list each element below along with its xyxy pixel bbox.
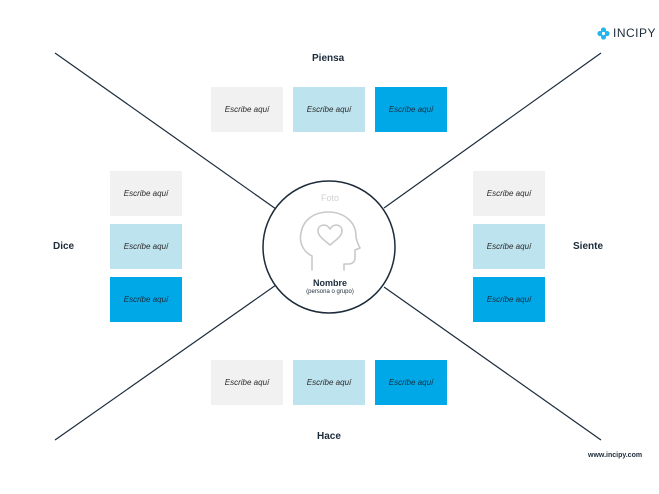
website-link[interactable]: www.incipy.com — [588, 452, 643, 459]
note-piensa-1[interactable]: Escribe aquí — [211, 87, 283, 132]
note-dice-1[interactable]: Escribe aquí — [110, 171, 182, 216]
note-hace-3[interactable]: Escribe aquí — [375, 360, 447, 405]
flower-logo-icon — [597, 26, 610, 40]
diagonal-line-bottom-right — [383, 286, 602, 441]
diagonal-line-bottom-left — [54, 284, 277, 441]
note-hace-1[interactable]: Escribe aquí — [211, 360, 283, 405]
head-heart-icon — [299, 211, 361, 271]
person-subtitle: (persona o grupo) — [306, 289, 354, 295]
photo-label: Foto — [320, 193, 339, 203]
section-label-siente: Siente — [573, 241, 604, 252]
brand-logo: INCIPY — [597, 26, 656, 40]
note-siente-1[interactable]: Escribe aquí — [473, 171, 545, 216]
person-name-label: Nombre — [312, 278, 347, 288]
center-circle — [262, 180, 396, 314]
diagonal-line-top-left — [54, 52, 277, 210]
section-label-piensa: Piensa — [312, 53, 345, 64]
note-piensa-3[interactable]: Escribe aquí — [375, 87, 447, 132]
note-siente-3[interactable]: Escribe aquí — [473, 277, 545, 322]
note-dice-3[interactable]: Escribe aquí — [110, 277, 182, 322]
note-hace-2[interactable]: Escribe aquí — [293, 360, 365, 405]
note-piensa-2[interactable]: Escribe aquí — [293, 87, 365, 132]
note-dice-2[interactable]: Escribe aquí — [110, 224, 182, 269]
section-label-dice: Dice — [53, 241, 75, 252]
note-siente-2[interactable]: Escribe aquí — [473, 224, 545, 269]
brand-name: INCIPY — [613, 26, 657, 40]
section-label-hace: Hace — [317, 431, 341, 442]
diagonal-line-top-right — [383, 52, 602, 209]
